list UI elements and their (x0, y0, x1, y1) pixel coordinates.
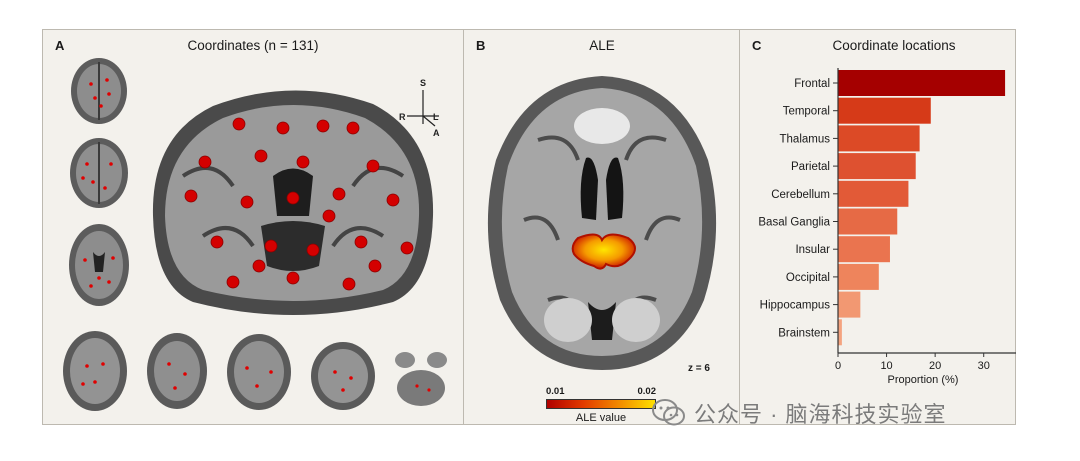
y-tick-label: Frontal (794, 78, 830, 90)
axial-slice-4 (63, 331, 127, 411)
panel-b-title: ALE (589, 38, 615, 53)
axial-slice-8 (395, 352, 447, 406)
axial-slice-2 (70, 138, 128, 208)
bar-parietal (838, 153, 916, 180)
colorbar-gradient (546, 399, 656, 409)
orientation-s-label: S (420, 78, 426, 88)
colorbar-title: ALE value (575, 412, 627, 424)
bar-frontal (838, 70, 1006, 96)
panel-c-label: C (752, 38, 762, 53)
x-axis-title: Proportion (%) (888, 374, 959, 386)
watermark-text: 公众号 · 脑海科技实验室 (694, 402, 947, 427)
y-tick-label: Insular (795, 244, 830, 256)
panel-b-label: B (476, 38, 486, 53)
axial-slice-1 (71, 58, 127, 124)
slice-z-label: z = 6 (688, 363, 710, 374)
axial-slice-3 (69, 224, 129, 306)
y-tick-label: Thalamus (780, 133, 831, 145)
panel-a-title: Coordinates (n = 131) (187, 38, 319, 53)
bar-thalamus (838, 125, 920, 152)
bar-cerebellum (838, 180, 909, 207)
bar-insular (838, 236, 890, 263)
colorbar-min-label: 0.01 (546, 386, 565, 397)
ale-colorbar: 0.01 0.02 ALE value (546, 386, 656, 424)
bar-occipital (838, 263, 879, 290)
x-tick-label: 0 (835, 360, 841, 372)
watermark: 公众号 · 脑海科技实验室 (652, 397, 947, 429)
orientation-a-label: A (433, 128, 440, 138)
panel-a-label: A (55, 38, 65, 53)
panel-c-title: Coordinate locations (832, 38, 956, 53)
coronal-slice: S R L A (152, 78, 440, 315)
y-tick-label: Hippocampus (760, 300, 831, 312)
panel-coordinates: A Coordinates (n = 131) (43, 30, 463, 424)
x-tick-label: 30 (978, 360, 990, 372)
y-tick-label: Basal Ganglia (758, 217, 830, 229)
orientation-l-label: L (433, 112, 439, 122)
axial-ale-brain (487, 76, 717, 370)
bar-temporal (838, 97, 931, 124)
bar-basal-ganglia (838, 208, 898, 235)
bar-hippocampus (838, 291, 861, 318)
axial-slice-7 (311, 342, 375, 410)
location-bar-chart: FrontalTemporalThalamusParietalCerebellu… (758, 68, 1016, 386)
y-tick-label: Cerebellum (771, 189, 830, 201)
panel-ale: B ALE z = 6 0.01 (463, 30, 740, 424)
colorbar-max-label: 0.02 (637, 386, 657, 397)
figure-frame: A Coordinates (n = 131) (42, 29, 1016, 425)
axial-slice-5 (147, 333, 207, 409)
x-tick-label: 20 (929, 360, 941, 372)
bar-brainstem (838, 319, 842, 346)
y-tick-label: Temporal (783, 106, 830, 118)
orientation-r-label: R (399, 112, 406, 122)
x-tick-label: 10 (880, 360, 892, 372)
wechat-icon (652, 399, 685, 426)
y-tick-label: Occipital (786, 272, 830, 284)
y-tick-label: Parietal (791, 161, 830, 173)
axial-slice-6 (227, 334, 291, 410)
y-tick-label: Brainstem (778, 327, 830, 339)
